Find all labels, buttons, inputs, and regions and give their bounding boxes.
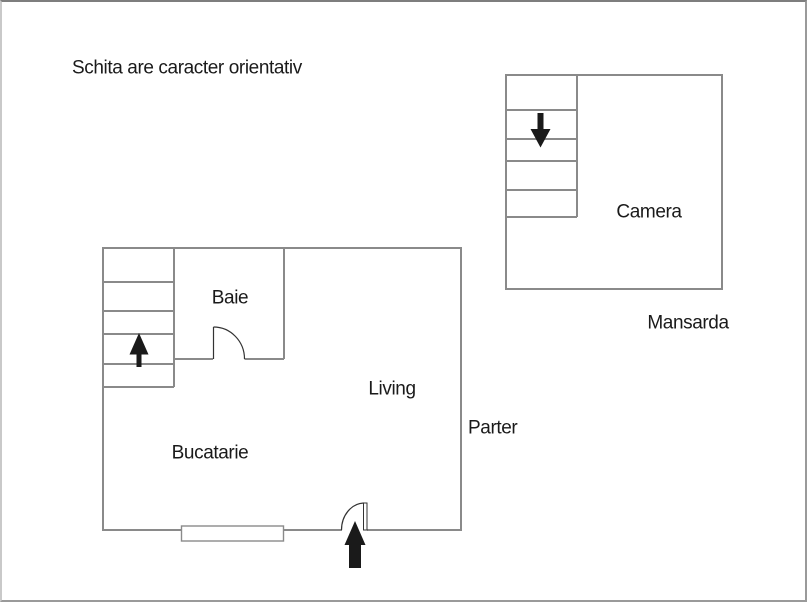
mansarda-plan xyxy=(505,74,723,290)
disclaimer-text: Schita are caracter orientativ xyxy=(72,57,302,79)
stairs-up-arrow-icon xyxy=(129,333,149,367)
mansarda-walls xyxy=(505,74,723,290)
mansarda-arrows xyxy=(530,113,551,148)
baie-door-arc xyxy=(213,326,246,360)
entrance-door-arc xyxy=(340,502,364,531)
room-label-camera: Camera xyxy=(616,201,682,223)
floor-label-parter: Parter xyxy=(468,417,518,439)
room-label-living: Living xyxy=(368,378,416,400)
parter-stairs xyxy=(103,248,175,388)
floor-label-mansarda: Mansarda xyxy=(647,312,729,334)
mansarda-outline xyxy=(505,74,723,290)
entrance-up-arrow-icon xyxy=(344,521,366,568)
mansarda-stairs xyxy=(506,75,578,218)
entrance-door-leaf xyxy=(363,502,368,531)
parter-doors xyxy=(212,326,368,531)
window-symbol xyxy=(180,525,285,542)
room-label-baie: Baie xyxy=(211,287,249,309)
parter-plan xyxy=(102,247,462,568)
stairs-down-arrow-icon xyxy=(530,113,551,148)
room-label-bucatarie: Bucatarie xyxy=(171,442,249,464)
